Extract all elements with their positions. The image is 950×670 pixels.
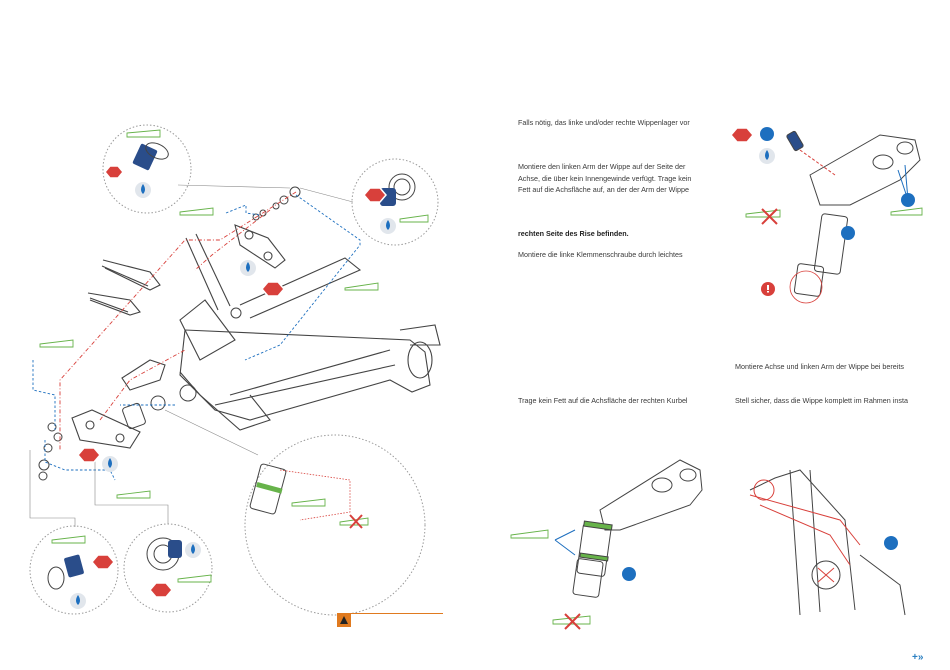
detail-circle-top-left <box>102 124 192 214</box>
thread-lock-drop-icon <box>70 182 396 609</box>
bearing-detail-top-left <box>132 142 169 171</box>
step-2-illustration <box>554 459 703 598</box>
hardware-stack <box>38 186 301 481</box>
grease-tube-icon <box>39 129 429 583</box>
step-3-illustration <box>749 469 906 616</box>
instruction-text-4: Montiere die linke Klemmenschraube durch… <box>518 250 683 259</box>
frame-outline <box>179 233 441 431</box>
warning-triangle-icon <box>337 613 351 627</box>
thread-lock-drop-icon <box>759 148 775 164</box>
instruction-text-5: Trage kein Fett auf die Achsfläche der r… <box>518 396 688 405</box>
instruction-text-6: Montiere Achse und linken Arm der Wippe … <box>735 362 904 371</box>
instruction-text-7: Stell sicher, dass die Wippe komplett im… <box>735 396 908 405</box>
instruction-text-2-line-3: Fett auf die Achsfläche auf, an der der … <box>518 185 689 195</box>
step-1-illustration <box>786 130 921 297</box>
bearing-detail-bottom-a <box>47 554 84 590</box>
grease-tube-icon <box>510 207 923 625</box>
instruction-text-3: rechten Seite des Rise befinden. <box>518 229 629 238</box>
detail-circle-bottom-a <box>29 525 119 615</box>
seatstays <box>87 259 161 316</box>
axle-detail <box>249 463 351 521</box>
instruction-text-1: Falls nötig, das linke und/oder rechte W… <box>518 118 690 127</box>
torque-hex-icon <box>730 127 754 143</box>
red-leader-lines <box>59 191 297 450</box>
detail-circle-bottom-b <box>123 523 213 613</box>
torque-hex-icon <box>77 165 387 598</box>
detail-circle-top-right <box>351 158 439 246</box>
warning-exclamation-icon <box>761 282 775 296</box>
instruction-text-2: Montiere den linken Arm der Wippe auf de… <box>518 161 714 196</box>
grey-leader-lines <box>29 184 354 527</box>
warning-rule <box>351 613 443 614</box>
blue-leader-lines <box>32 194 361 481</box>
detail-circle-axle <box>244 434 426 616</box>
no-grease-circle <box>789 270 823 304</box>
next-page-icon[interactable]: +» <box>912 652 924 663</box>
exploded-frame-diagram <box>29 124 441 616</box>
bearing-detail-bottom-b <box>146 537 182 571</box>
instruction-text-2-line-2: Achse, die über kein Innengewinde verfüg… <box>518 173 692 183</box>
rocker-link <box>71 224 286 449</box>
no-grease-icon <box>564 208 778 630</box>
bearing-detail-top-right <box>380 173 416 206</box>
instruction-text-2-line-1: Montiere den linken Arm der Wippe auf de… <box>518 162 686 171</box>
no-grease-icon <box>349 514 363 529</box>
